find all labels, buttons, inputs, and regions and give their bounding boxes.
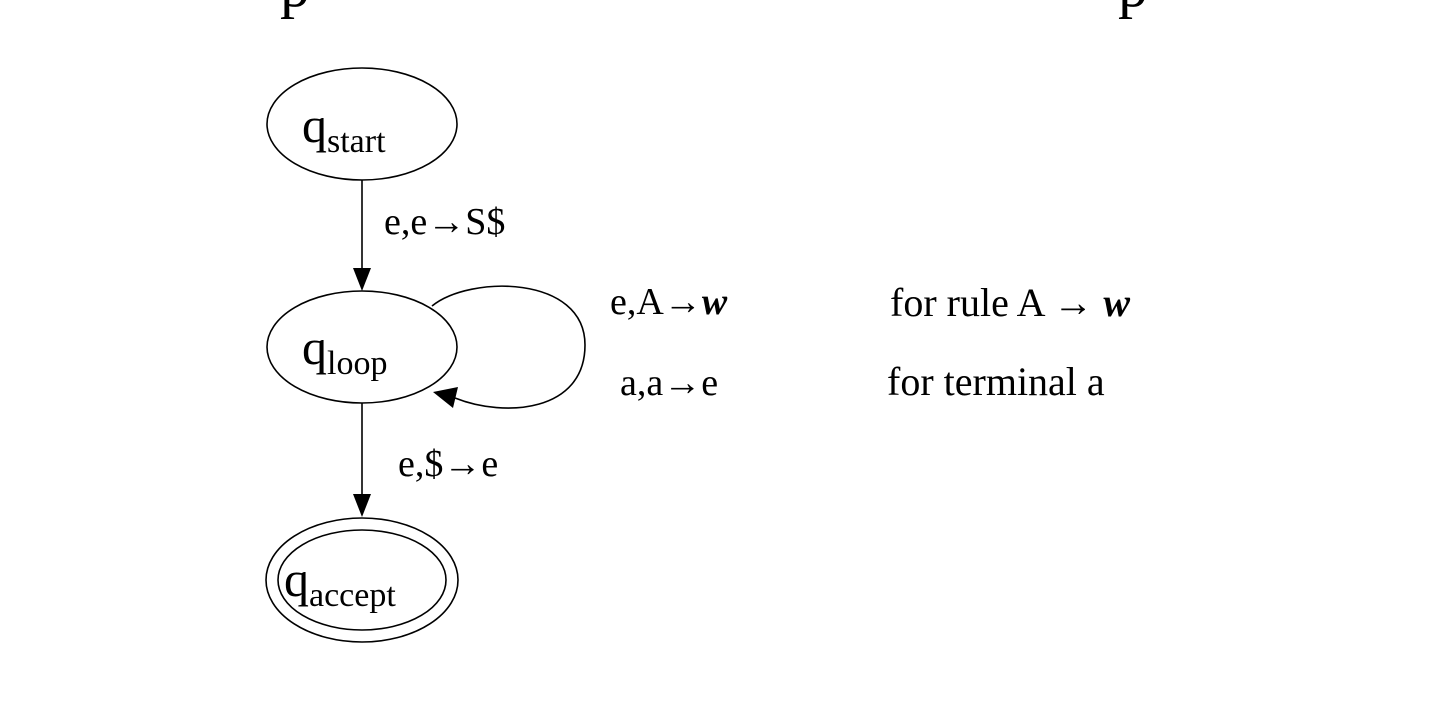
state-accept-inner-outline: [277, 529, 447, 631]
edge-loop-self-arrowhead: [433, 387, 458, 408]
top-fragment-right: p: [1118, 0, 1148, 19]
state-start-base: q: [302, 97, 327, 153]
state-loop: qloop: [266, 290, 458, 404]
note-rule-text: for rule A →: [890, 280, 1103, 325]
state-start-subscript: start: [327, 123, 386, 160]
edge-start-to-loop: [353, 180, 371, 291]
note-terminal: for terminal a: [887, 359, 1105, 404]
state-accept: qaccept: [265, 517, 459, 643]
edge-loop-self: [431, 285, 586, 409]
state-loop-subscript: loop: [327, 345, 387, 382]
state-start-label: qstart: [302, 97, 386, 160]
transition-label-loop-terminal: a,a→e: [620, 362, 718, 404]
edge-start-to-loop-arrowhead: [353, 268, 371, 291]
note-rule-var: w: [1103, 280, 1130, 325]
transition-label-loop-rule-text: e,A→: [610, 281, 702, 323]
state-accept-label: qaccept: [284, 551, 396, 614]
state-loop-base: q: [302, 319, 327, 375]
edge-loop-to-accept-arrowhead: [353, 494, 371, 517]
state-start: qstart: [266, 67, 458, 181]
state-accept-subscript: accept: [309, 577, 396, 614]
transition-label-loop-to-accept: e,$→e: [398, 443, 498, 485]
transition-label-loop-rule: e,A→w: [610, 281, 728, 323]
top-fragment-left: p: [280, 0, 310, 19]
state-loop-label: qloop: [302, 319, 387, 382]
edge-loop-to-accept: [353, 403, 371, 517]
edge-loop-self-curve: [431, 285, 586, 409]
state-accept-outer-outline: [265, 517, 459, 643]
transition-label-start-to-loop: e,e→S$: [384, 201, 505, 243]
state-accept-base: q: [284, 551, 309, 607]
note-rule: for rule A → w: [890, 280, 1130, 325]
transition-label-loop-rule-var: w: [702, 281, 728, 323]
